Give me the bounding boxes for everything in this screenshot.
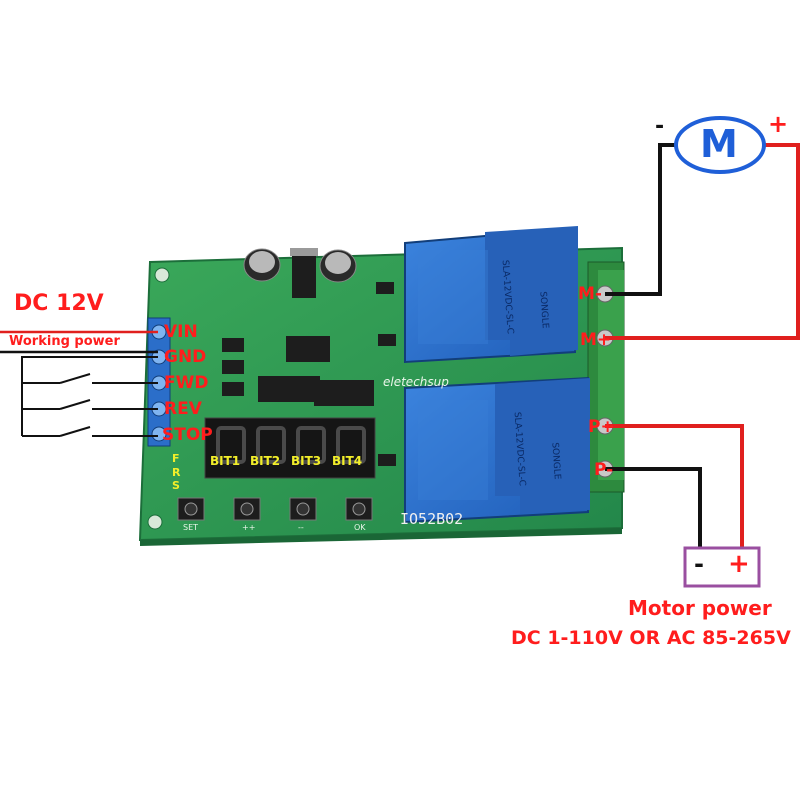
terminal-label-p-minus: P-: [594, 460, 614, 480]
m-plus-wire: [605, 143, 800, 340]
model-label: IO52B02: [400, 510, 464, 528]
button-label-plus: ++: [242, 523, 256, 532]
terminal-label-stop: STOP: [162, 425, 213, 445]
dc12v-label: DC 12V: [14, 291, 104, 316]
mode-led-f: F: [172, 452, 180, 465]
motor-symbol: [674, 116, 766, 174]
terminal-label-gnd: GND: [164, 347, 207, 367]
display-digits: [216, 426, 366, 464]
ic-chip: [314, 380, 374, 406]
motor-supply-range-label: DC 1-110V OR AC 85-265V: [511, 627, 791, 649]
terminal-label-vin: VIN: [164, 322, 198, 342]
transistor: [222, 382, 244, 396]
terminal-label-m-minus: M-: [578, 284, 602, 304]
relay-bottom: [404, 376, 590, 524]
button-label-minus: --: [298, 523, 304, 532]
transistor: [222, 338, 244, 352]
supply-minus-label: -: [694, 550, 704, 578]
terminal-label-rev: REV: [164, 399, 202, 419]
p-plus-wire: [605, 424, 744, 552]
digit-label-bit1: BIT1: [210, 454, 241, 468]
voltage-regulator: [292, 254, 316, 298]
transistor: [222, 360, 244, 374]
supply-plus-label: +: [728, 549, 750, 579]
p-minus-wire: [605, 467, 702, 552]
pcb-board-edge: [140, 528, 622, 546]
terminal-label-p-plus: P+: [588, 417, 615, 437]
terminal-label-m-plus: M+: [580, 330, 612, 350]
push-buttons: [177, 497, 373, 521]
m-minus-wire: [605, 143, 676, 296]
motor-minus-label: -: [655, 114, 665, 139]
digit-label-bit4: BIT4: [332, 454, 363, 468]
button-label-set: SET: [183, 523, 199, 532]
terminal-label-fwd: FWD: [164, 373, 209, 393]
smd-part: [378, 454, 396, 466]
digit-label-bit3: BIT3: [291, 454, 322, 468]
mounting-hole: [147, 514, 163, 530]
mode-led-r: R: [172, 466, 181, 479]
brand-label: eletechsup: [383, 375, 449, 389]
motor-power-label: Motor power: [628, 596, 772, 620]
motor-m-label: M: [700, 122, 738, 166]
smd-part: [376, 282, 394, 294]
digit-label-bit2: BIT2: [250, 454, 281, 468]
button-label-ok: OK: [354, 523, 366, 532]
input-switch-wiring: [21, 356, 158, 437]
motor-plus-label: +: [768, 110, 789, 138]
working-power-label: Working power: [6, 334, 123, 349]
relay-top: [404, 226, 578, 364]
terminal-screw: [151, 426, 167, 442]
smd-part: [378, 334, 396, 346]
mounting-hole: [154, 267, 170, 283]
ic-chip: [286, 336, 330, 362]
motor-supply-box: [683, 546, 761, 588]
mode-led-s: S: [172, 479, 180, 492]
ic-chip: [258, 376, 320, 402]
